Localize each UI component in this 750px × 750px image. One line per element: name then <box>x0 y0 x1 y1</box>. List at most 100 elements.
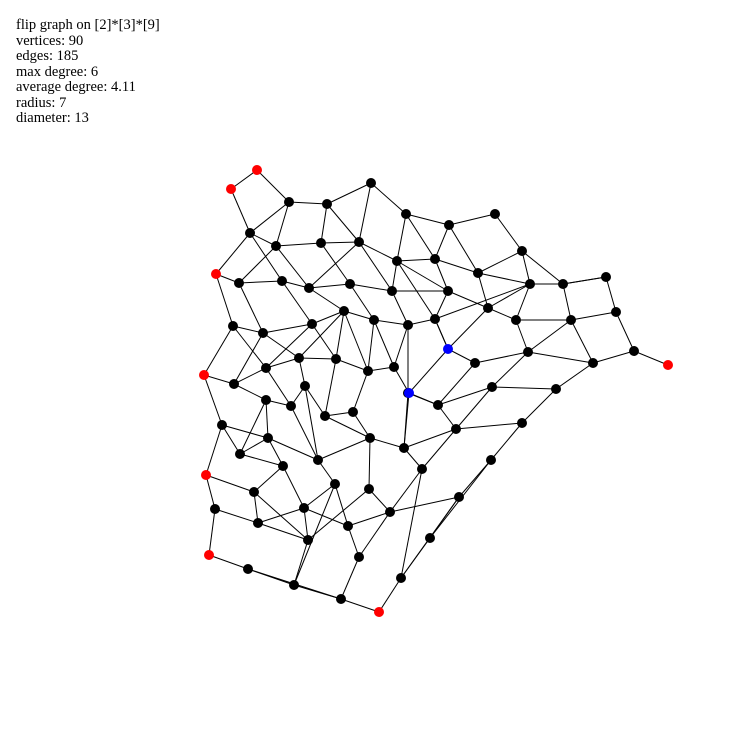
graph-edge <box>208 554 249 570</box>
graph-vertex <box>271 241 281 251</box>
graph-edge <box>373 319 409 326</box>
graph-edge <box>455 386 493 430</box>
graph-edge <box>447 307 489 350</box>
graph-edge <box>311 323 337 360</box>
graph-vertex <box>343 521 353 531</box>
graph-edge <box>334 483 349 527</box>
graph-edge <box>487 307 517 321</box>
graph-edge <box>358 241 393 292</box>
graph-vertex <box>234 278 244 288</box>
graph-edge <box>311 310 345 325</box>
graph-edge <box>320 203 328 244</box>
graph-vertex-red <box>252 165 262 175</box>
graph-vertex <box>369 315 379 325</box>
graph-vertex <box>263 433 273 443</box>
graph-edge <box>437 386 493 406</box>
graph-vertex-red <box>663 360 673 370</box>
radius: radius: 7 <box>16 94 67 111</box>
graph-edge <box>304 385 326 417</box>
graph-vertex <box>454 492 464 502</box>
graph-edge <box>239 399 267 455</box>
graph-edge <box>232 325 267 369</box>
graph-edge <box>405 213 450 226</box>
graph-vertex-red <box>211 269 221 279</box>
graph-edge <box>233 367 267 385</box>
graph-edge <box>293 539 309 586</box>
graph-vertex <box>228 321 238 331</box>
graph-vertex <box>366 178 376 188</box>
graph-vertex <box>511 315 521 325</box>
graph-vertex <box>473 268 483 278</box>
graph-edge <box>203 374 223 426</box>
graph-vertex <box>277 276 287 286</box>
graph-vertex <box>320 411 330 421</box>
graph-edges <box>203 169 669 613</box>
graph-edge <box>340 556 360 600</box>
graph-edge <box>275 201 290 247</box>
graph-edge <box>253 491 309 541</box>
graph-edge <box>293 483 336 586</box>
graph-vertex <box>525 279 535 289</box>
graph-edge <box>347 511 391 527</box>
graph-vertex <box>483 303 493 313</box>
graph-edge <box>205 424 223 476</box>
graph-edge <box>358 241 398 262</box>
graph-edge <box>253 465 284 493</box>
graph-edge <box>326 182 372 205</box>
graph-vertex <box>217 420 227 430</box>
graph-vertex <box>299 503 309 513</box>
graph-edge <box>527 351 594 364</box>
graph-edge <box>358 182 372 243</box>
graph-edge <box>253 491 259 524</box>
graph-vertex-red <box>201 470 211 480</box>
graph-edge <box>477 250 523 274</box>
graph-edge <box>275 242 322 247</box>
graph-edge <box>403 392 409 449</box>
graph-vertex-red <box>199 370 209 380</box>
graph-vertex <box>611 307 621 317</box>
graph-vertex <box>261 363 271 373</box>
graph-edge <box>389 468 423 513</box>
edge-count: edges: 185 <box>16 48 79 64</box>
graph-edge <box>326 203 360 243</box>
graph-vertex-red <box>204 550 214 560</box>
graph-vertex <box>629 346 639 356</box>
graph-edge <box>389 496 460 513</box>
graph-edge <box>370 182 407 215</box>
graph-edge <box>391 260 398 292</box>
graph-edge <box>447 290 489 309</box>
graph-edge <box>352 370 369 413</box>
graph-edge <box>232 325 264 334</box>
graph-edge <box>205 474 255 493</box>
graph-vertex <box>588 358 598 368</box>
graph-vertex <box>401 209 411 219</box>
graph-edge <box>521 250 531 285</box>
graph-vertex <box>517 246 527 256</box>
graph-vertex <box>490 209 500 219</box>
graph-edge <box>562 283 572 321</box>
graph-vertex <box>294 353 304 363</box>
graph-vertex-red <box>226 184 236 194</box>
graph-vertex <box>348 407 358 417</box>
graph-vertex <box>392 256 402 266</box>
graph-edge <box>265 357 300 369</box>
graph-vertex <box>235 449 245 459</box>
graph-edge <box>367 319 375 372</box>
graph-edge <box>408 348 449 394</box>
graph-edge <box>396 213 407 262</box>
graph-edge <box>249 201 290 234</box>
graph-edge <box>477 272 531 285</box>
graph-edge <box>238 245 277 284</box>
graph-edge <box>205 474 216 510</box>
graph-edge <box>349 283 375 321</box>
graph-vertex <box>210 504 220 514</box>
graph-edge <box>352 411 371 439</box>
graph-edge <box>275 245 310 289</box>
graph-vertex <box>566 315 576 325</box>
graph-edge <box>605 276 617 313</box>
graph-edge <box>633 350 669 366</box>
graph-edge <box>262 332 300 359</box>
graph-edge <box>238 280 283 284</box>
graph-title: flip graph on [2]*[3]*[9] <box>16 17 160 33</box>
graph-vertex <box>558 279 568 289</box>
